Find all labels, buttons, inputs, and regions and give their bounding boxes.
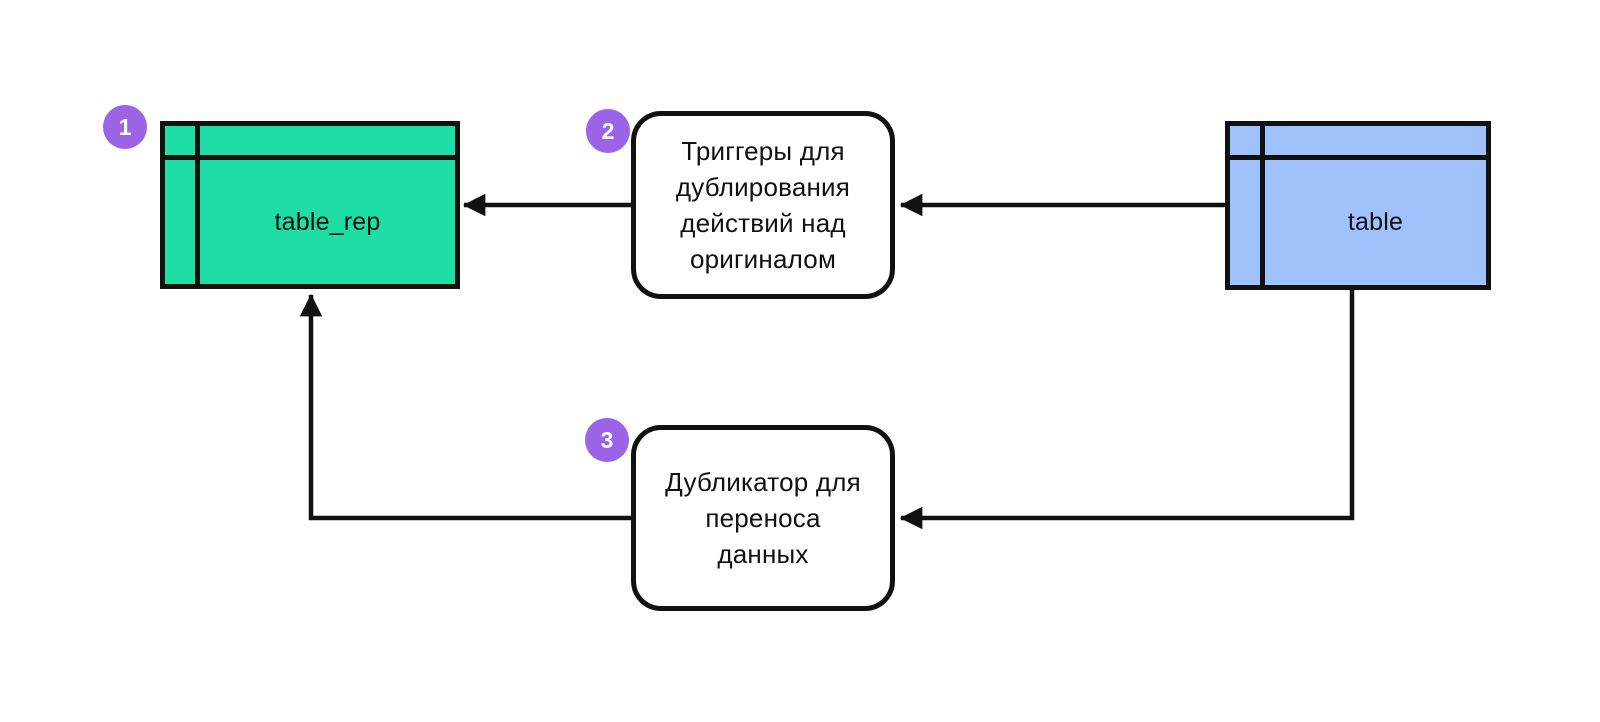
node-triggers-box: Триггеры для дублирования действий над о… (631, 111, 895, 299)
node-source-table: table (1225, 121, 1491, 290)
table-column-divider (195, 126, 200, 284)
table-header-divider (165, 155, 455, 160)
edge-duplicator-to-tablerep (299, 293, 633, 521)
step-badge-1: 1 (103, 105, 147, 149)
node-duplicator-box: Дубликатор для переноса данных (631, 425, 895, 611)
table-header-divider (1230, 155, 1486, 160)
source-table-label: table (1347, 208, 1404, 236)
table-rep-label: table_rep (274, 207, 381, 236)
edge-table-to-duplicator (899, 289, 1355, 530)
table-column-divider (1260, 126, 1265, 285)
node-table-rep: table_rep (160, 121, 460, 289)
step-badge-2: 2 (586, 109, 630, 153)
step-badge-3: 3 (585, 418, 629, 462)
